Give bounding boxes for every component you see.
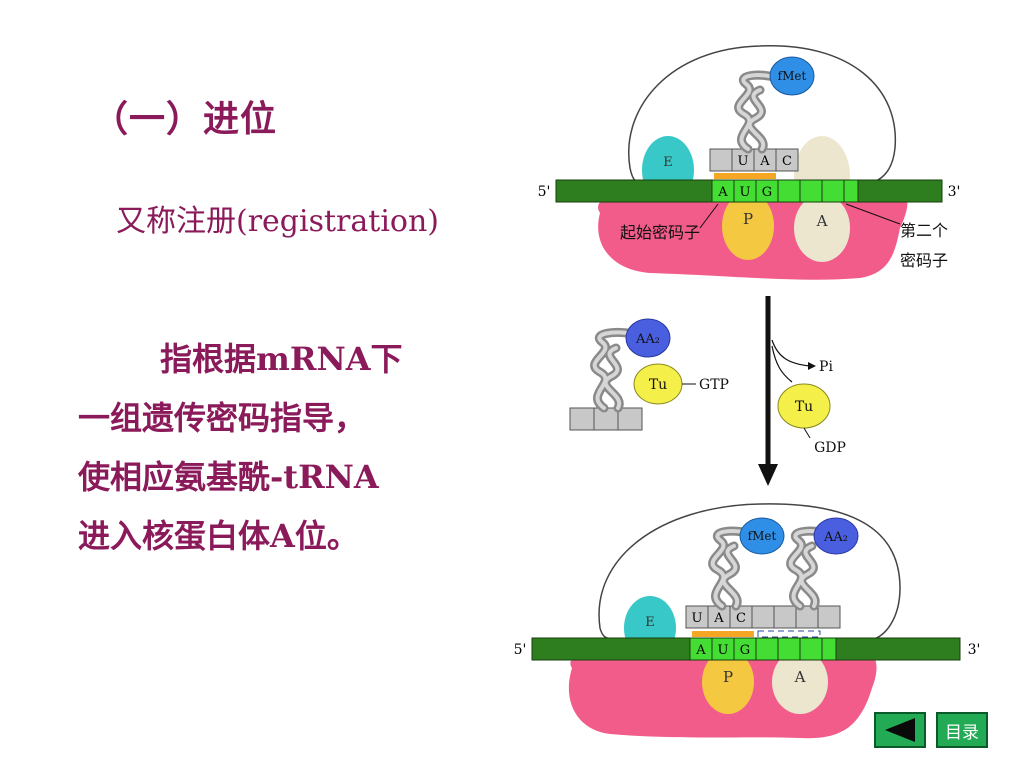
gdp-label: GDP — [814, 440, 846, 456]
base-pairing — [714, 173, 776, 179]
aa2-trna-complex: AA₂ Tu GTP — [569, 318, 729, 431]
back-button[interactable] — [874, 712, 926, 748]
slide-subtitle: 又称注册(registration) — [116, 204, 440, 239]
codon-letter-b: G — [740, 643, 750, 658]
p-site-label: P — [743, 210, 753, 228]
body-line: 使相应氨基酰-tRNA — [78, 458, 379, 496]
codon-letter: U — [740, 185, 751, 200]
toc-button[interactable]: 目录 — [936, 712, 988, 748]
body-line: 一组遗传密码指导， — [78, 399, 367, 437]
anticodon-boxes — [709, 148, 799, 172]
base-pairing-b2 — [757, 630, 821, 638]
aa2-label-b: AA₂ — [823, 530, 848, 545]
e-site-label-b: E — [645, 615, 655, 630]
fmet-circle-b — [739, 517, 785, 555]
start-codon-pointer — [699, 203, 719, 229]
slide-title: （一）进位 — [92, 98, 278, 140]
gtp-label: GTP — [699, 377, 729, 393]
top-panel: E P A A U G U A C fMet — [538, 45, 961, 280]
slide-body: 指根据mRNA下 一组遗传密码指导， 使相应氨基酰-tRNA 进入核蛋白体A位。 — [78, 330, 448, 566]
base-pairing-b — [692, 631, 754, 637]
second-codon-label: 密码子 — [900, 251, 948, 270]
tu2-label: Tu — [795, 399, 813, 415]
codon-boxes-b — [689, 637, 837, 661]
a-site-label: A — [816, 212, 828, 230]
body-line: 指根据mRNA下 — [160, 340, 403, 378]
anticodon-letter-b: U — [692, 611, 703, 626]
p-site-b — [702, 650, 754, 714]
three-prime-label: 3' — [948, 184, 961, 200]
three-prime-label-b: 3' — [968, 642, 981, 658]
a-site-b — [772, 650, 828, 714]
second-codon-label: 第二个 — [900, 221, 948, 240]
translation-diagram: E P A A U G U A C fMet — [514, 45, 981, 739]
anticodon-boxes-b — [685, 605, 841, 629]
tu-arrow — [771, 345, 793, 383]
toc-label: 目录 — [945, 722, 979, 743]
codon-letter-b: U — [718, 643, 729, 658]
trna-fmet-highlight — [736, 73, 780, 151]
back-arrow-icon — [885, 718, 915, 742]
fmet-label: fMet — [778, 69, 807, 83]
a-site — [794, 194, 850, 262]
anticodon-letter: U — [738, 154, 749, 169]
start-codon-label: 起始密码子 — [620, 223, 700, 242]
p-site — [722, 192, 774, 260]
anticodon-letter: A — [759, 154, 770, 169]
middle-panel: AA₂ Tu GTP Pi Tu GDP — [569, 296, 846, 486]
reaction-arrowhead — [758, 464, 778, 486]
anticodon-letter-b: C — [736, 611, 746, 626]
e-site-label: E — [663, 155, 673, 170]
anticodon-letter-b: A — [713, 611, 724, 626]
pi-label: Pi — [819, 359, 833, 375]
pi-arrow — [771, 339, 811, 367]
codon-boxes — [711, 179, 859, 203]
fmet-label-b: fMet — [748, 529, 777, 543]
second-codon-pointer — [845, 203, 901, 225]
tu-label: Tu — [649, 377, 667, 393]
five-prime-label: 5' — [538, 184, 551, 200]
fmet-circle — [769, 56, 815, 96]
aa2-label: AA₂ — [635, 332, 660, 347]
p-site-label-b: P — [723, 668, 733, 686]
five-prime-label-b: 5' — [514, 642, 527, 658]
aa2-circle-b — [813, 517, 859, 555]
codon-letter-b: A — [695, 643, 706, 658]
codon-letter: G — [762, 185, 772, 200]
a-site-label-b: A — [794, 668, 806, 686]
bottom-panel: E P A A U G U A C — [514, 503, 981, 739]
anticodon-letter: C — [782, 154, 792, 169]
body-line: 进入核蛋白体A位。 — [78, 517, 359, 555]
codon-letter: A — [717, 185, 728, 200]
